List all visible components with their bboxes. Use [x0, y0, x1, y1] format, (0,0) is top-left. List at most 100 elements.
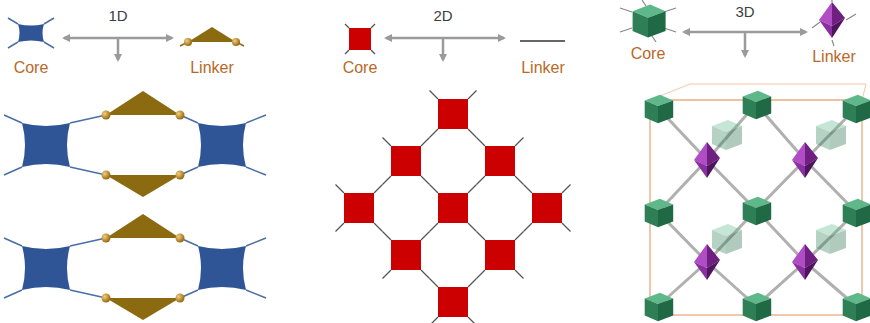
linker-octahedron — [694, 244, 720, 280]
lattice-stroke — [477, 232, 486, 241]
core-label: Core — [343, 59, 378, 77]
core-block — [198, 246, 246, 290]
core-square — [438, 99, 468, 129]
dimension-label: 1D — [108, 7, 127, 25]
core-square — [485, 146, 515, 176]
lattice-stroke — [477, 176, 486, 185]
lattice-stroke — [421, 176, 430, 185]
lattice-stroke — [477, 138, 486, 147]
core-cube — [743, 293, 772, 322]
double-arrow-3d — [684, 32, 806, 56]
back-core-cube — [816, 120, 846, 150]
lattice-stroke — [336, 223, 345, 232]
dimension-label: 3D — [735, 3, 754, 21]
lattice-stroke — [477, 270, 486, 279]
lattice-stroke — [374, 185, 383, 194]
lattice-stroke — [246, 167, 266, 175]
lattice-stroke — [383, 232, 392, 241]
linker-label: Linker — [521, 59, 565, 77]
core-cube — [743, 197, 772, 226]
lattice-stroke — [468, 317, 477, 323]
unit-cell — [650, 100, 862, 315]
core-square — [391, 146, 421, 176]
lattice-stroke — [421, 232, 430, 241]
lattice-stroke — [70, 238, 106, 246]
lattice-stroke — [70, 167, 106, 175]
lattice-stroke — [430, 317, 439, 323]
core-cube — [843, 293, 870, 322]
lattice-stroke — [515, 176, 524, 185]
linker-icon-1d — [180, 27, 244, 46]
linker-icon-2d — [520, 40, 565, 42]
1d-chain — [4, 91, 266, 320]
lattice-stroke — [430, 223, 439, 232]
lattice-stroke — [515, 138, 524, 147]
lattice-stroke — [468, 223, 477, 232]
lattice-stroke — [524, 223, 533, 232]
lattice-stroke — [4, 167, 22, 175]
lattice-stroke — [336, 185, 345, 194]
core-cube — [645, 293, 674, 322]
linker-joint — [176, 111, 185, 120]
core-cube — [743, 91, 772, 120]
core-icon-3d — [620, 0, 676, 42]
core-block — [22, 123, 70, 167]
lattice-stroke — [515, 270, 524, 279]
lattice-stroke — [4, 238, 22, 246]
lattice-stroke — [430, 185, 439, 194]
lattice-stroke — [430, 279, 439, 288]
core-square — [485, 240, 515, 270]
core-cube — [843, 95, 870, 124]
dimension-label: 2D — [433, 7, 452, 25]
core-square — [438, 193, 468, 223]
back-core-cube — [712, 120, 742, 150]
linker-joint — [102, 111, 111, 120]
lattice-stroke — [468, 129, 477, 138]
linker-octahedron — [792, 244, 818, 280]
core-cube — [645, 95, 674, 124]
3d-lattice — [645, 84, 870, 321]
lattice-stroke — [468, 279, 477, 288]
core-block — [198, 123, 246, 167]
lattice-stroke — [70, 115, 106, 123]
linker-octahedron — [792, 142, 818, 178]
lattice-stroke — [70, 290, 106, 298]
core-icon-2d — [345, 24, 375, 54]
lattice-stroke — [4, 115, 22, 123]
core-square — [532, 193, 562, 223]
lattice-stroke — [430, 91, 439, 100]
linker-label: Linker — [812, 48, 856, 66]
linker-triangle — [106, 175, 180, 197]
lattice-stroke — [383, 176, 392, 185]
lattice-stroke — [383, 270, 392, 279]
linker-joint — [176, 171, 185, 180]
2d-lattice — [336, 91, 571, 323]
lattice-stroke — [246, 115, 266, 123]
core-cube — [843, 199, 870, 228]
linker-joint — [102, 294, 111, 303]
core-square — [344, 193, 374, 223]
lattice-stroke — [4, 290, 22, 298]
lattice-stroke — [246, 290, 266, 298]
double-arrow-2d — [386, 38, 504, 60]
lattice-stroke — [468, 185, 477, 194]
linker-label: Linker — [190, 59, 234, 77]
core-icon-1d — [8, 18, 54, 48]
linker-joint — [176, 294, 185, 303]
linker-triangle — [106, 214, 180, 238]
lattice-stroke — [421, 138, 430, 147]
lattice-stroke — [524, 185, 533, 194]
back-core-cube — [816, 224, 846, 254]
core-square — [391, 240, 421, 270]
core-label: Core — [631, 45, 666, 63]
linker-triangle — [106, 298, 180, 320]
linker-icon-3d — [812, 0, 856, 46]
back-core-cube — [712, 224, 742, 254]
core-square — [438, 287, 468, 317]
lattice-stroke — [468, 91, 477, 100]
lattice-stroke — [562, 223, 571, 232]
linker-joint — [102, 171, 111, 180]
lattice-stroke — [515, 232, 524, 241]
